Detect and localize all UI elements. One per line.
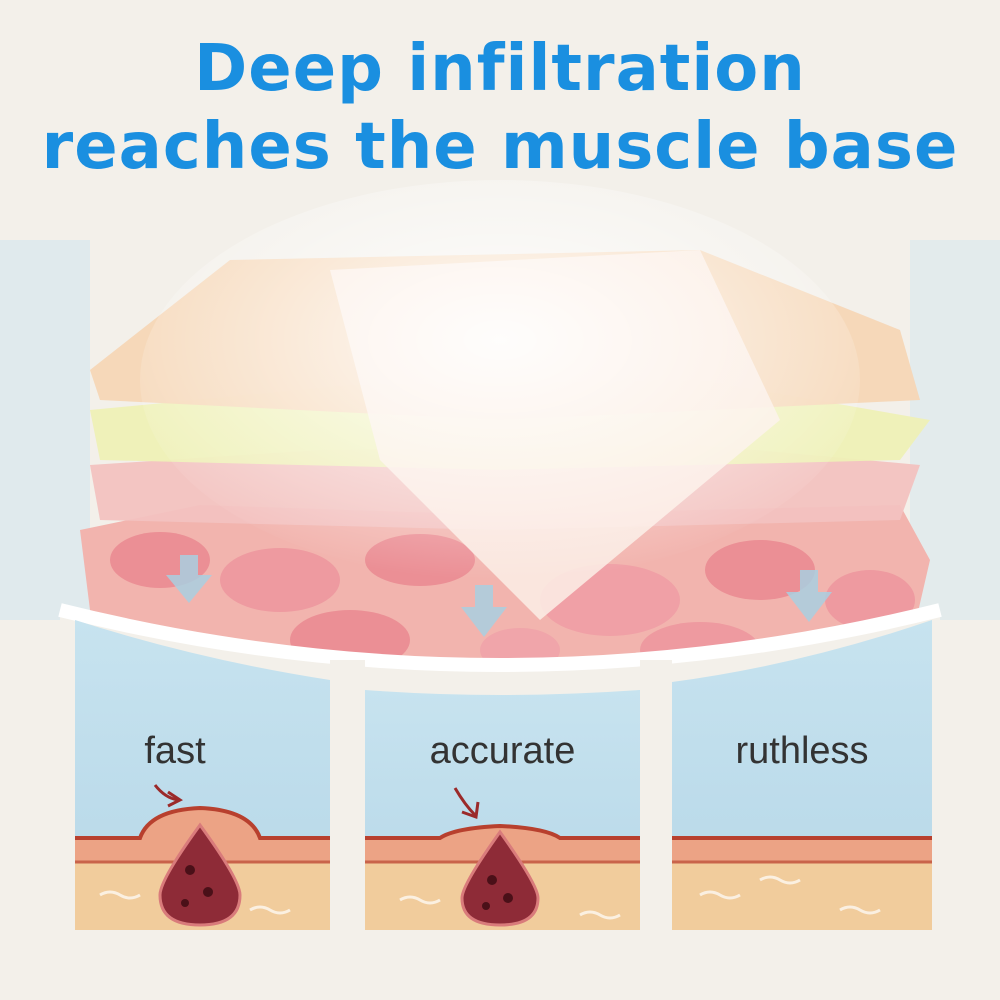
label-ruthless: ruthless [735, 730, 869, 772]
arrow-down-icon [461, 585, 507, 637]
pointer-arrow-icon [453, 787, 477, 817]
fat-texture [99, 875, 881, 920]
skin-layers [80, 180, 930, 690]
headline-line-2: reaches the muscle base [41, 110, 959, 184]
panel-fast [75, 620, 330, 930]
panel-accurate [365, 690, 640, 930]
lump-large [158, 822, 242, 927]
panel-ruthless [672, 620, 932, 930]
panel-separator [640, 660, 672, 940]
arrow-down-icon [166, 555, 212, 603]
headline-line-1: Deep infiltration [194, 32, 806, 106]
pointer-arrow-icon [153, 784, 179, 802]
penetration-arrows [166, 555, 832, 637]
arrow-down-icon [786, 570, 832, 622]
label-accurate: accurate [429, 730, 576, 772]
panel-separator [330, 660, 365, 940]
left-backdrop [0, 240, 90, 620]
label-fast: fast [144, 730, 206, 772]
curved-divider [58, 603, 942, 672]
glow [140, 180, 860, 580]
headline: Deep infiltration reaches the muscle bas… [0, 30, 1000, 186]
lump-small [460, 829, 540, 927]
